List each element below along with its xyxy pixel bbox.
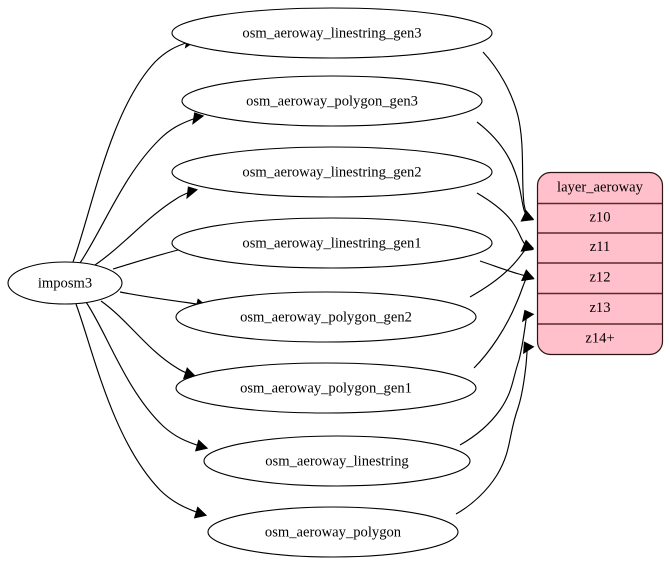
root-node-label: imposm3 <box>38 275 92 291</box>
edge-imposm3-to-linestring-gen2 <box>94 186 199 266</box>
source-node-label: osm_aeroway_linestring_gen3 <box>242 25 421 41</box>
source-node-label: osm_aeroway_linestring_gen1 <box>242 235 421 251</box>
source-node-polygon-gen1[interactable]: osm_aeroway_polygon_gen1 <box>175 362 477 414</box>
source-node-label: osm_aeroway_linestring_gen2 <box>242 164 421 180</box>
edge-polygon-gen3-to-z10 <box>476 121 534 222</box>
source-node-label: osm_aeroway_polygon_gen1 <box>240 380 412 396</box>
source-node-polygon[interactable]: osm_aeroway_polygon <box>207 506 459 558</box>
table-header-label: layer_aeroway <box>557 179 644 195</box>
edge-polygon-gen1-to-z12 <box>473 269 535 369</box>
source-node-linestring-gen3[interactable]: osm_aeroway_linestring_gen3 <box>171 7 493 59</box>
edge-imposm3-to-linestring-gen3 <box>72 36 198 263</box>
edge-linestring-gen3-to-z10 <box>482 51 535 222</box>
edge-polygon-to-z14 <box>455 341 535 515</box>
edge-imposm3-to-polygon-gen3 <box>79 112 205 264</box>
source-node-label: osm_aeroway_linestring <box>265 453 409 469</box>
source-node-linestring[interactable]: osm_aeroway_linestring <box>203 435 471 487</box>
source-node-label: osm_aeroway_polygon_gen3 <box>246 93 418 109</box>
source-node-linestring-gen2[interactable]: osm_aeroway_linestring_gen2 <box>171 146 493 198</box>
table-row-z12-label: z12 <box>589 269 610 285</box>
source-node-polygon-gen3[interactable]: osm_aeroway_polygon_gen3 <box>181 75 483 127</box>
edge-polygon-gen2-to-z11 <box>469 240 534 298</box>
target-table-layer-aeroway[interactable]: layer_aeroway z10 z11 z12 z13 z14+ <box>536 171 664 356</box>
source-node-label: osm_aeroway_polygon <box>265 524 402 540</box>
source-node-linestring-gen1[interactable]: osm_aeroway_linestring_gen1 <box>171 217 493 269</box>
source-node-polygon-gen2[interactable]: osm_aeroway_polygon_gen2 <box>175 291 477 343</box>
table-row-z14-label: z14+ <box>585 330 614 346</box>
table-row-z11-label: z11 <box>590 239 611 255</box>
source-node-label: osm_aeroway_polygon_gen2 <box>240 309 412 325</box>
table-row-z10-label: z10 <box>589 209 610 225</box>
root-node-imposm3[interactable]: imposm3 <box>7 261 123 305</box>
edge-imposm3-to-linestring <box>85 301 209 452</box>
edge-group-sources-to-table <box>455 51 535 515</box>
edge-imposm3-to-polygon <box>75 303 208 519</box>
table-row-z13-label: z13 <box>589 300 610 316</box>
edge-linestring-to-z13 <box>459 309 535 446</box>
